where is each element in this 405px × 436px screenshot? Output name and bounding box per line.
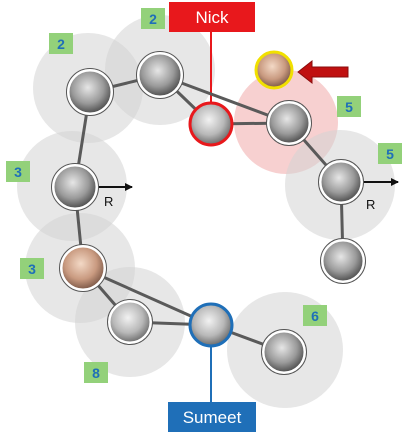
- face-icon: [261, 329, 307, 375]
- graph-node[interactable]: [261, 329, 307, 375]
- svg-text:5: 5: [386, 146, 394, 162]
- count-badge: 5: [378, 143, 402, 164]
- face-icon: [51, 163, 99, 211]
- face-icon: [320, 238, 366, 284]
- pointer-arrow-icon: [297, 59, 349, 85]
- count-badge: 2: [141, 8, 165, 29]
- count-badge: 6: [303, 305, 327, 326]
- face-icon: [59, 244, 107, 292]
- nick-label: Nick: [195, 8, 229, 27]
- face-icon: [266, 100, 312, 146]
- face-icon: [190, 304, 232, 346]
- nick-callout: Nick: [169, 2, 255, 32]
- face-icon: [318, 159, 364, 205]
- count-badge: 2: [49, 33, 73, 54]
- sumeet-callout: Sumeet: [168, 402, 256, 432]
- graph-node-nick[interactable]: [188, 101, 234, 147]
- graph-node[interactable]: [107, 299, 153, 345]
- count-badge: 5: [337, 96, 361, 117]
- graph-node[interactable]: [320, 238, 366, 284]
- svg-text:6: 6: [311, 308, 319, 324]
- graph-nodes: [51, 50, 366, 375]
- count-badge: 3: [20, 258, 44, 279]
- svg-text:3: 3: [28, 261, 36, 277]
- radius-label: R: [366, 197, 375, 212]
- svg-text:8: 8: [92, 365, 100, 381]
- face-icon: [107, 299, 153, 345]
- graph-node[interactable]: [59, 244, 107, 292]
- graph-node-query[interactable]: [254, 50, 294, 90]
- graph-node[interactable]: [51, 163, 99, 211]
- graph-node-sumeet[interactable]: [188, 302, 234, 348]
- face-icon: [256, 52, 292, 88]
- face-icon: [190, 103, 232, 145]
- graph-node[interactable]: [318, 159, 364, 205]
- radius-label: R: [104, 194, 113, 209]
- svg-text:2: 2: [57, 36, 65, 52]
- svg-text:2: 2: [149, 11, 157, 27]
- svg-text:3: 3: [14, 164, 22, 180]
- count-badge: 3: [6, 161, 30, 182]
- graph-node[interactable]: [66, 68, 114, 116]
- sumeet-label: Sumeet: [183, 408, 242, 427]
- face-icon: [66, 68, 114, 116]
- graph-node[interactable]: [266, 100, 312, 146]
- graph-node[interactable]: [136, 51, 184, 99]
- count-badge: 8: [84, 362, 108, 383]
- count-badges: 2 2 5 5 3 3 6 8: [6, 8, 402, 383]
- face-icon: [136, 51, 184, 99]
- svg-text:5: 5: [345, 99, 353, 115]
